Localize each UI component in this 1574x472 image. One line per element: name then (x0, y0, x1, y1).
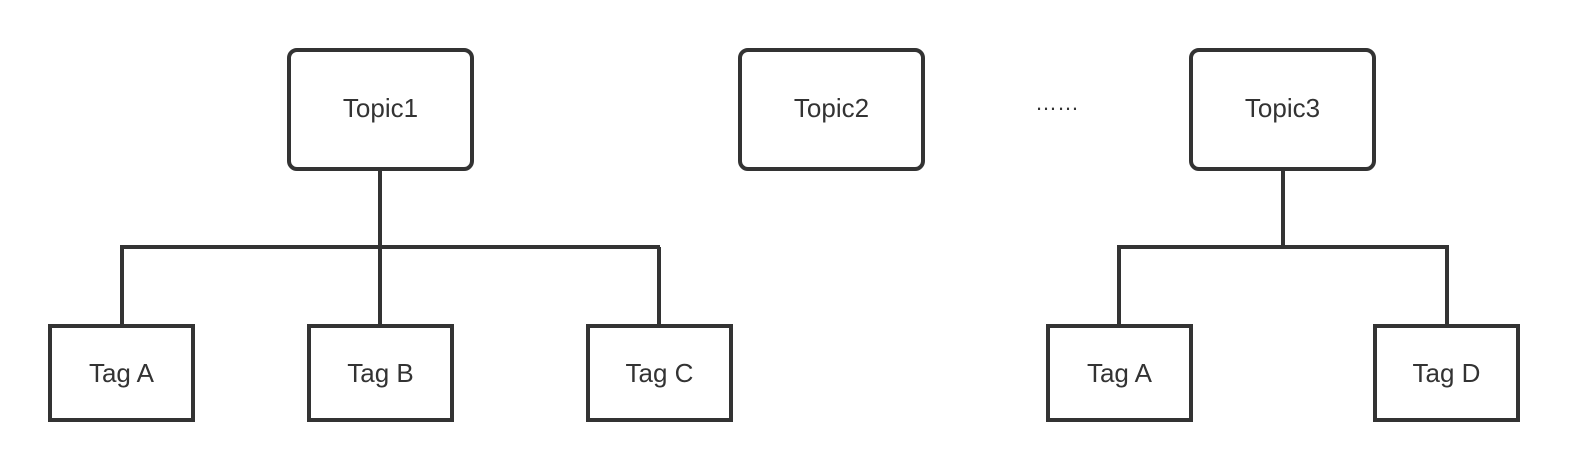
topic1-connectors (120, 169, 661, 326)
topic3-tag-a-node: Tag A (1046, 324, 1193, 422)
tag-c-label: Tag C (626, 358, 694, 388)
tag-a-label: Tag A (89, 358, 155, 388)
topic3-node: Topic3 (1189, 48, 1376, 171)
tag-c-node: Tag C (586, 324, 733, 422)
tag-d-label: Tag D (1413, 358, 1481, 388)
tag-b-label: Tag B (347, 358, 414, 388)
topic3-tag-a-label: Tag A (1087, 358, 1153, 388)
topic2-label: Topic2 (794, 93, 869, 123)
topic3-connectors (1117, 169, 1449, 326)
topic2-node: Topic2 (738, 48, 925, 171)
topic1-label: Topic1 (343, 93, 418, 123)
topic1-node: Topic1 (287, 48, 474, 171)
ellipsis-text: …… (1035, 90, 1079, 115)
topic3-label: Topic3 (1245, 93, 1320, 123)
tag-a-node: Tag A (48, 324, 195, 422)
tag-b-node: Tag B (307, 324, 454, 422)
tag-d-node: Tag D (1373, 324, 1520, 422)
